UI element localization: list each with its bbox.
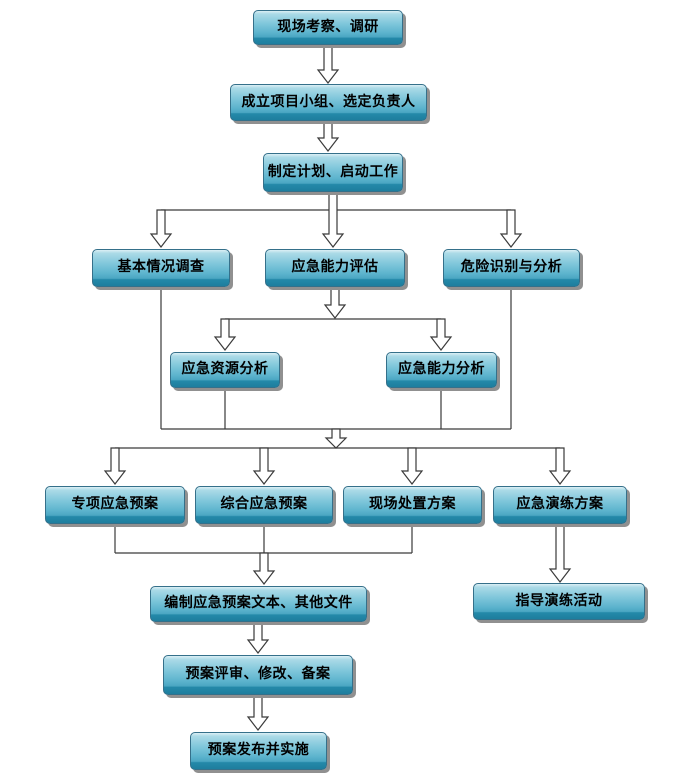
node-capability-analysis: 应急能力分析 xyxy=(386,352,497,388)
node-label-onsite-plan: 现场处置方案 xyxy=(369,496,456,513)
hollow-down-arrow xyxy=(246,694,270,731)
hollow-down-arrow xyxy=(316,120,340,152)
node-site-survey: 现场考察、调研 xyxy=(253,10,403,45)
hollow-down-arrow xyxy=(316,44,340,84)
node-basic-survey: 基本情况调查 xyxy=(92,249,230,287)
node-label-review-revise: 预案评审、修改、备案 xyxy=(185,666,331,683)
node-label-capability-analysis: 应急能力分析 xyxy=(398,361,485,378)
hollow-down-arrow xyxy=(149,209,173,248)
node-hazard-identification: 危险识别与分析 xyxy=(443,249,580,287)
node-label-special-plan: 专项应急预案 xyxy=(71,496,159,513)
node-drill-plan: 应急演练方案 xyxy=(493,486,627,524)
node-label-basic-survey: 基本情况调查 xyxy=(117,259,205,276)
hollow-down-arrow xyxy=(499,209,523,248)
node-guide-drill: 指导演练活动 xyxy=(473,583,645,620)
node-label-capability-assessment: 应急能力评估 xyxy=(291,259,379,276)
node-capability-assessment: 应急能力评估 xyxy=(265,249,405,287)
node-label-resource-analysis: 应急资源分析 xyxy=(181,361,269,378)
node-label-drill-plan: 应急演练方案 xyxy=(516,496,604,513)
hollow-down-arrow xyxy=(252,552,276,585)
hollow-down-arrow xyxy=(548,523,572,583)
node-label-site-survey: 现场考察、调研 xyxy=(277,18,379,35)
node-label-form-team: 成立项目小组、选定负责人 xyxy=(241,93,416,110)
node-label-guide-drill: 指导演练活动 xyxy=(515,592,603,609)
node-make-plan: 制定计划、启动工作 xyxy=(263,153,403,192)
hollow-down-arrow xyxy=(246,621,270,654)
node-label-compile-documents: 编制应急预案文本、其他文件 xyxy=(164,595,353,612)
hollow-down-arrow xyxy=(429,318,453,351)
hollow-down-arrow xyxy=(103,447,127,485)
node-compile-documents: 编制应急预案文本、其他文件 xyxy=(150,586,367,622)
node-special-plan: 专项应急预案 xyxy=(45,486,185,524)
node-resource-analysis: 应急资源分析 xyxy=(170,352,280,388)
node-label-comprehensive-plan: 综合应急预案 xyxy=(220,496,308,513)
node-review-revise: 预案评审、修改、备案 xyxy=(163,655,353,695)
hollow-down-arrow xyxy=(400,447,424,485)
hollow-down-arrow xyxy=(321,191,345,248)
node-form-team: 成立项目小组、选定负责人 xyxy=(230,84,427,121)
hollow-down-arrow xyxy=(252,447,276,485)
node-label-publish-implement: 预案发布并实施 xyxy=(207,742,310,759)
node-publish-implement: 预案发布并实施 xyxy=(190,732,327,770)
hollow-down-arrow xyxy=(324,428,348,449)
hollow-down-arrow xyxy=(548,447,572,485)
node-onsite-plan: 现场处置方案 xyxy=(343,486,482,524)
node-label-make-plan: 制定计划、启动工作 xyxy=(267,163,399,180)
node-comprehensive-plan: 综合应急预案 xyxy=(195,486,333,524)
hollow-down-arrow xyxy=(213,318,237,351)
node-label-hazard-identification: 危险识别与分析 xyxy=(460,259,563,276)
hollow-down-arrow xyxy=(323,286,347,319)
